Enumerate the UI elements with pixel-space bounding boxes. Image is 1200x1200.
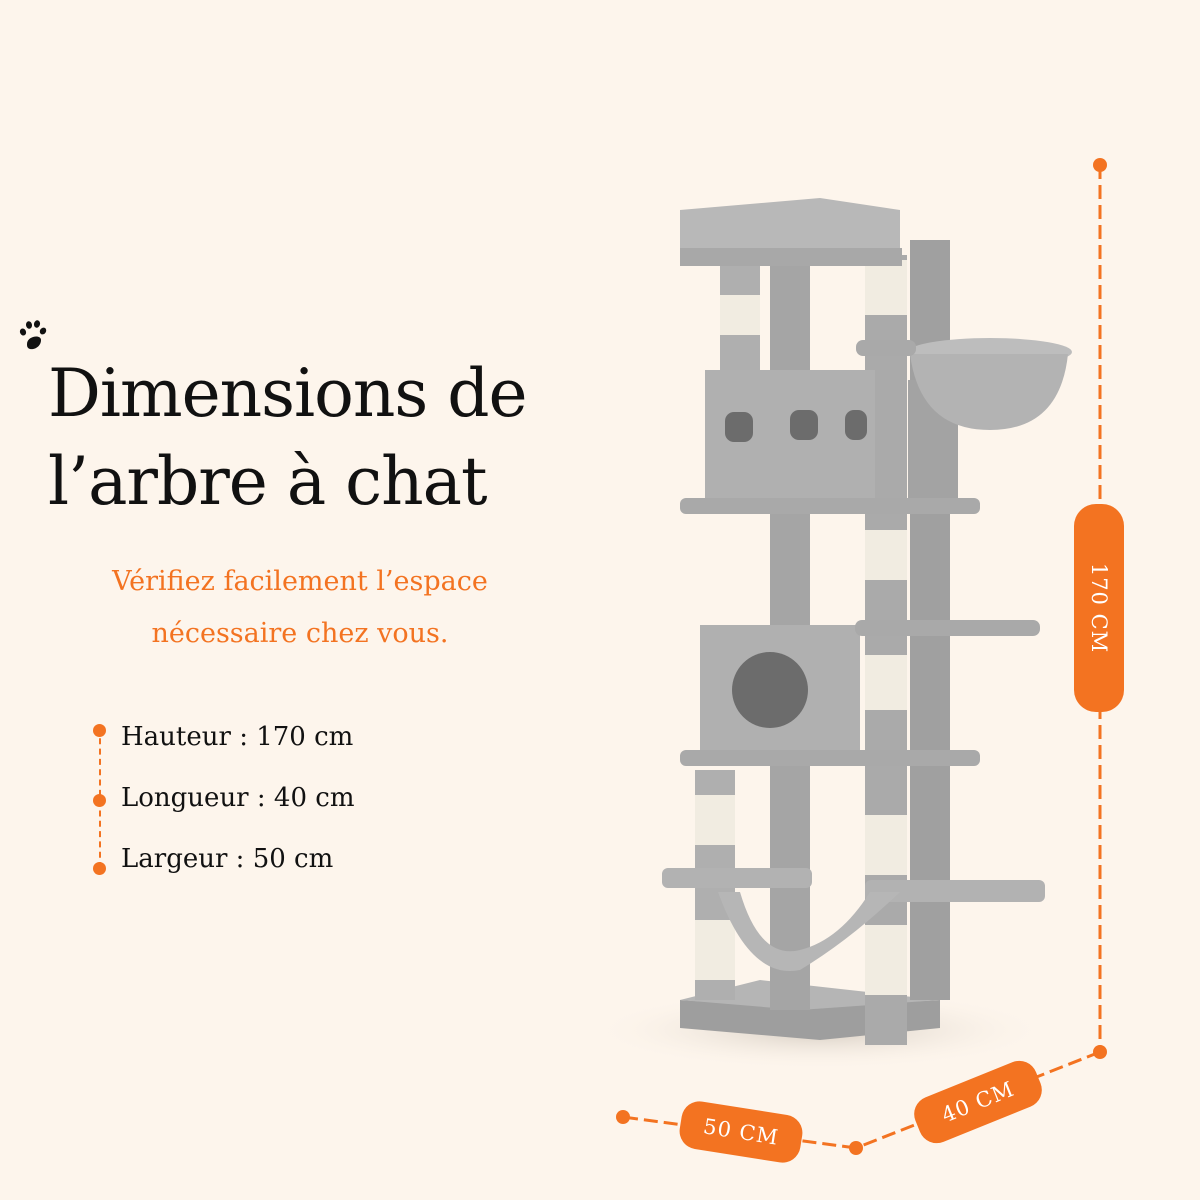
height-dimension-label: 170 CM xyxy=(1087,562,1112,654)
subtitle: Vérifiez facilement l’espace nécessaire … xyxy=(40,556,560,660)
cat-tree-image xyxy=(600,198,1072,1070)
height-dimension-badge: 170 CM xyxy=(1074,504,1124,712)
spec-height: Hauteur : 170 cm xyxy=(121,722,354,752)
spec-dot xyxy=(93,794,106,807)
subtitle-line-1: Vérifiez facilement l’espace xyxy=(112,566,488,597)
spec-length: Longueur : 40 cm xyxy=(121,783,355,813)
spec-dot xyxy=(93,724,106,737)
paw-icon xyxy=(19,320,47,350)
subtitle-line-2: nécessaire chez vous. xyxy=(151,618,449,649)
title-line-2: l’arbre à chat xyxy=(48,443,487,520)
page-title: Dimensions de l’arbre à chat xyxy=(48,350,528,526)
spec-width: Largeur : 50 cm xyxy=(121,844,334,874)
title-line-1: Dimensions de xyxy=(48,355,528,432)
width-dimension-label: 50 CM xyxy=(701,1114,781,1150)
spec-dot xyxy=(93,862,106,875)
